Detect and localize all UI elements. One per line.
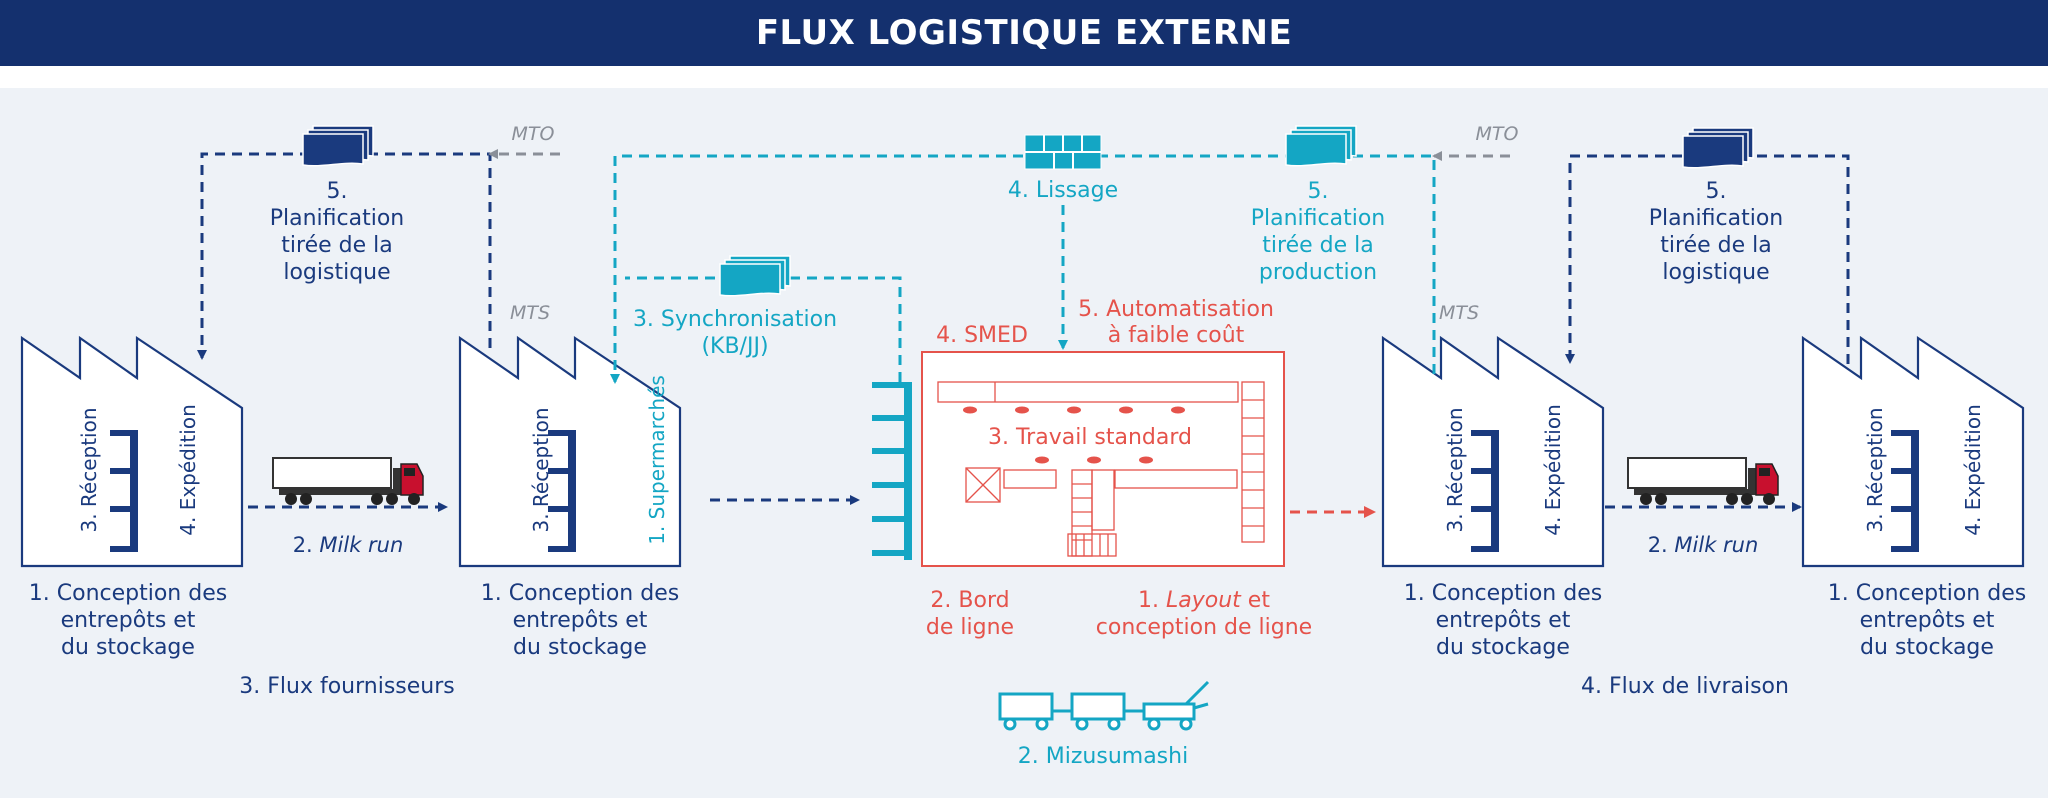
layout-label: 1. Layout et bbox=[1138, 588, 1270, 613]
planning-label: Planification bbox=[1649, 206, 1784, 231]
planning-label: logistique bbox=[283, 260, 390, 285]
planning-label: logistique bbox=[1662, 260, 1769, 285]
flux-fournisseurs-label: 3. Flux fournisseurs bbox=[239, 674, 454, 699]
planning-label: 5. bbox=[1706, 179, 1727, 204]
truck-icon bbox=[1627, 457, 1779, 506]
expedition-label: 4. Expédition bbox=[1961, 404, 1985, 535]
flux-livraison-label: 4. Flux de livraison bbox=[1581, 674, 1789, 699]
conception-label: 1. Conception des bbox=[481, 581, 679, 606]
planning-label: 5. bbox=[327, 179, 348, 204]
automatisation-label: à faible coût bbox=[1108, 323, 1245, 348]
conception-label: entrepôts et bbox=[1436, 608, 1571, 633]
reception-label: 3. Réception bbox=[1443, 407, 1467, 532]
smed-label: 4. SMED bbox=[936, 323, 1028, 348]
kanban-doc-icon bbox=[302, 125, 374, 167]
mts-label: MTS bbox=[510, 302, 550, 324]
lissage-label: 4. Lissage bbox=[1008, 178, 1118, 203]
milk-run-label: 2. Milk run bbox=[293, 533, 404, 557]
conception-label: du stockage bbox=[1860, 635, 1994, 660]
page-title: FLUX LOGISTIQUE EXTERNE bbox=[755, 13, 1293, 53]
mts-label: MTS bbox=[1439, 302, 1479, 324]
kanban-doc-icon bbox=[1285, 125, 1357, 167]
reception-label: 3. Réception bbox=[529, 407, 553, 532]
mizusumashi-label: 2. Mizusumashi bbox=[1018, 744, 1188, 769]
planning-label: 5. bbox=[1308, 179, 1329, 204]
operator-icons bbox=[963, 406, 1185, 464]
conception-label: du stockage bbox=[61, 635, 195, 660]
travail-standard-label: 3. Travail standard bbox=[988, 425, 1192, 450]
mizusumashi-train-icon bbox=[998, 680, 1210, 731]
conception-label: 1. Conception des bbox=[29, 581, 227, 606]
conception-label: du stockage bbox=[1436, 635, 1570, 660]
supermarches-label: 1. Supermarchés bbox=[645, 375, 669, 545]
expedition-label: 4. Expédition bbox=[1541, 404, 1565, 535]
outbound-warehouse bbox=[1381, 336, 1605, 568]
synchronisation-loop bbox=[625, 276, 902, 382]
reception-label: 3. Réception bbox=[77, 407, 101, 532]
conception-label: 1. Conception des bbox=[1828, 581, 2026, 606]
kanban-doc-icon bbox=[719, 255, 791, 297]
conception-label: entrepôts et bbox=[61, 608, 196, 633]
planning-label: Planification bbox=[1251, 206, 1386, 231]
line-side-rack-icon bbox=[872, 382, 912, 560]
layout-label: conception de ligne bbox=[1096, 615, 1312, 640]
mto-label: MTO bbox=[1476, 123, 1519, 145]
automatisation-label: 5. Automatisation bbox=[1078, 297, 1274, 322]
planning-label: tirée de la bbox=[281, 233, 392, 258]
expedition-label: 4. Expédition bbox=[176, 404, 200, 535]
synchronisation-label: (KB/JJ) bbox=[701, 334, 768, 359]
milk-run-label: 2. Milk run bbox=[1648, 533, 1759, 557]
conception-label: entrepôts et bbox=[513, 608, 648, 633]
title-banner: FLUX LOGISTIQUE EXTERNE bbox=[0, 0, 2048, 66]
kanban-doc-icon bbox=[1682, 127, 1754, 169]
reception-label: 3. Réception bbox=[1863, 407, 1887, 532]
production-planning-loop bbox=[610, 154, 1436, 384]
supplier-factory bbox=[20, 336, 244, 568]
conception-label: entrepôts et bbox=[1860, 608, 1995, 633]
planning-label: production bbox=[1259, 260, 1377, 285]
conception-label: du stockage bbox=[513, 635, 647, 660]
bord-de-ligne-label: de ligne bbox=[926, 615, 1014, 640]
bord-de-ligne-label: 2. Bord bbox=[930, 588, 1009, 613]
mto-label: MTO bbox=[512, 123, 555, 145]
customer-factory bbox=[1801, 336, 2025, 568]
truck-icon bbox=[272, 457, 424, 506]
heijunka-box-icon bbox=[1024, 134, 1102, 170]
planning-label: tirée de la bbox=[1262, 233, 1373, 258]
logistics-planning-loop bbox=[197, 152, 492, 360]
conception-label: 1. Conception des bbox=[1404, 581, 1602, 606]
line-layout-drawing bbox=[937, 381, 1265, 557]
planning-label: tirée de la bbox=[1660, 233, 1771, 258]
planning-label: Planification bbox=[270, 206, 405, 231]
synchronisation-label: 3. Synchronisation bbox=[633, 307, 837, 332]
